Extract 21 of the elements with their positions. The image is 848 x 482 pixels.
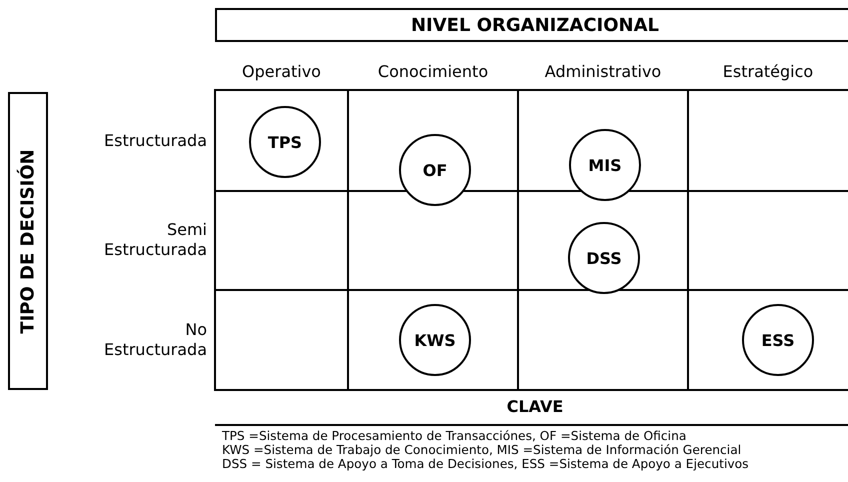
key-heading: CLAVE xyxy=(506,397,564,416)
node-label: NIVEL ORGANIZACIONAL xyxy=(410,14,659,36)
column-header: Conocimiento xyxy=(376,62,490,81)
node-label: ESS xyxy=(761,330,795,350)
row-header: Estructurada xyxy=(103,131,207,150)
key-line: TPS =Sistema de Procesamiento de Transacciónes, OF =Sistema de Oficina xyxy=(222,429,688,443)
node-label: MIS xyxy=(588,156,622,174)
key-line: KWS =Sistema de Trabajo de Conocimiento, MIS =Sistema de Información Gerencial xyxy=(222,443,742,457)
node-label: TIPO DE DECISIÓN xyxy=(18,148,38,334)
header-box xyxy=(215,8,848,42)
row-header: Semi Estructurada xyxy=(103,220,207,260)
key-line: DSS = Sistema de Apoyo a Toma de Decisiones, ESS =Sistema de Apoyo a Ejecutivos xyxy=(222,457,750,471)
row-header: No Estructurada xyxy=(103,320,207,360)
node-label: DSS xyxy=(586,248,622,268)
vertical-header-box xyxy=(8,92,48,390)
node-label: KWS xyxy=(414,330,456,350)
node-label: TPS xyxy=(268,132,302,152)
column-header: Estratégico xyxy=(722,62,814,81)
node-label: OF xyxy=(422,160,448,180)
column-header: Operativo xyxy=(241,62,322,81)
column-header: Administrativo xyxy=(544,62,662,81)
